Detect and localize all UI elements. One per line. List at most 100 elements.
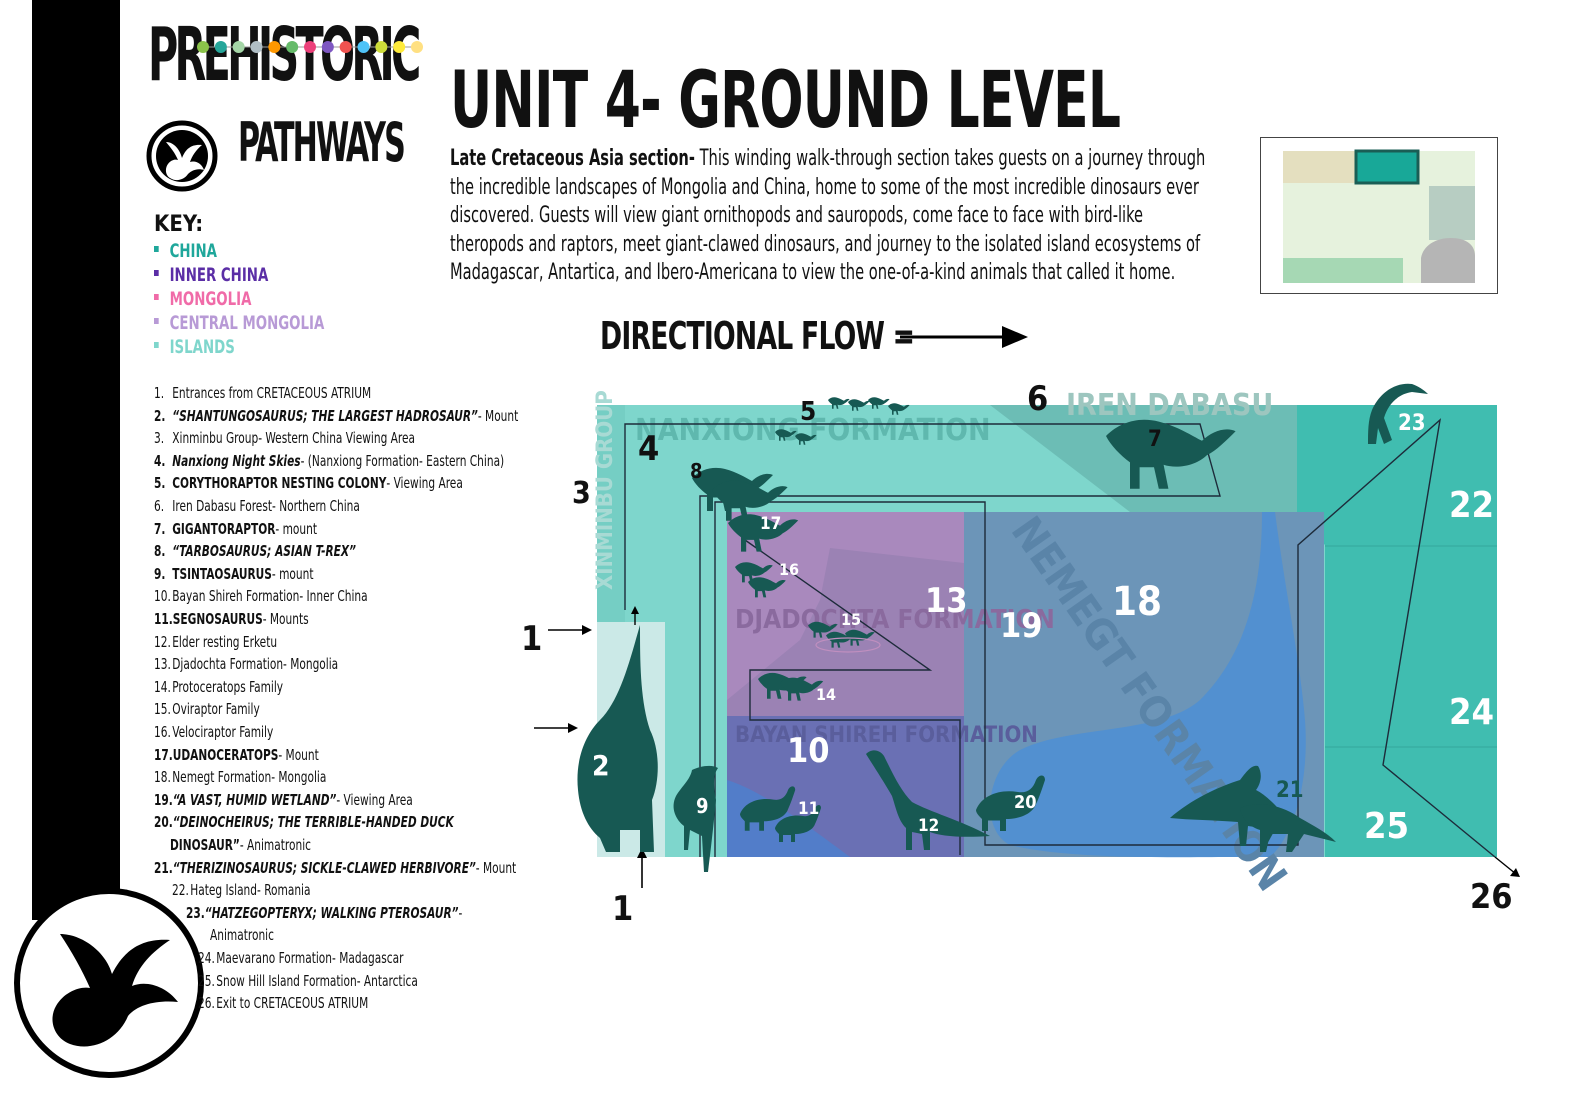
legend-number: 13. <box>154 655 171 674</box>
logo-dot <box>286 41 299 53</box>
iren-dabasu-label: IREN DABASU <box>1066 388 1273 423</box>
legend-row: 23.“HATZEGOPTERYX; WALKING PTEROSAUR”- <box>186 903 462 923</box>
legend-number: 4. <box>154 451 166 470</box>
legend-text: Iren Dabasu Forest- Northern China <box>172 497 360 515</box>
legend-bold-text: TSINTAOSAURUS <box>172 564 272 583</box>
legend-number: 14. <box>154 677 171 696</box>
legend-bold-text: UDANOCERATOPS <box>172 745 279 764</box>
legend-bold-text: DINOSAUR” <box>170 836 240 854</box>
entrance-arrow-head <box>631 606 639 614</box>
legend-number: 2. <box>154 406 166 425</box>
flow-arrow-icon <box>900 326 1028 348</box>
legend-bold-text: “HATZEGOPTERYX; WALKING PTEROSAUR” <box>204 903 459 922</box>
legend-number: 23. <box>186 903 205 922</box>
marker-9: 9 <box>696 794 709 818</box>
legend-text: Entrances from CRETACEOUS ATRIUM <box>172 384 372 402</box>
logo-dot <box>268 41 281 53</box>
nanxiong-formation-label: NANXIONG FORMATION <box>635 413 991 448</box>
legend-number: 19. <box>154 790 173 809</box>
legend-number: 5. <box>154 474 166 493</box>
key-label: MONGOLIA <box>169 288 252 310</box>
legend-row: 1.Entrances from CRETACEOUS ATRIUM <box>154 383 371 403</box>
key-swatch <box>154 317 159 324</box>
key-label: ISLANDS <box>169 336 235 358</box>
walkway-path <box>744 539 961 855</box>
walkway-path <box>624 423 1221 857</box>
legend-text: Animatronic <box>210 926 274 945</box>
logo-title: PREHISTORIC <box>148 12 421 98</box>
legend-text: Hateg Island- Romania <box>190 881 311 900</box>
key-label: CHINA <box>169 240 217 262</box>
shantungosaurus-icon <box>577 625 658 852</box>
logo-dot <box>250 41 263 53</box>
legend-text: Velociraptor Family <box>172 723 274 741</box>
legend-bold-text: CORYTHORAPTOR NESTING COLONY <box>172 474 387 493</box>
nest-marker <box>815 637 881 653</box>
legend-text: - <box>458 903 463 922</box>
legend-row: 25.Snow Hill Island Formation- Antarctic… <box>198 971 418 991</box>
legend-number: 24. <box>198 949 215 967</box>
key-swatch <box>154 293 159 300</box>
logo-dot <box>393 41 406 53</box>
legend-number: 21. <box>154 858 173 877</box>
marker-7: 7 <box>1148 427 1162 452</box>
legend-bold-text: “A VAST, HUMID WETLAND” <box>172 790 337 809</box>
djadochta-highlands <box>727 512 964 700</box>
legend-number: 26. <box>198 994 215 1013</box>
logo-dot <box>357 41 370 53</box>
legend-row: 4. Nanxiong Night Skies- (Nanxiong Format… <box>154 451 504 471</box>
marker-23: 23 <box>1398 411 1426 436</box>
legend-text: - Viewing Area <box>386 474 463 493</box>
legend-row: 19.“A VAST, HUMID WETLAND”- Viewing Area <box>154 790 413 810</box>
legend-number: 12. <box>154 632 171 651</box>
legend-number: 17. <box>154 745 173 764</box>
legend-number: 7. <box>154 519 166 538</box>
marker-11: 11 <box>798 799 819 819</box>
legend-number: 16. <box>154 723 171 741</box>
dinosaur-silhouettes <box>577 383 1428 872</box>
wetland-water <box>990 512 1306 858</box>
marker-25: 25 <box>1364 806 1409 847</box>
legend-row: 7. GIGANTORAPTOR- mount <box>154 519 317 539</box>
logo-dot <box>304 41 316 53</box>
legend-text: - (Nanxiong Formation- Eastern China) <box>300 451 505 470</box>
hatzegopteryx-icon <box>1368 383 1428 444</box>
legend-bold-text: GIGANTORAPTOR <box>172 519 276 538</box>
marker-20: 20 <box>1014 792 1037 813</box>
entrance-arrow-head <box>568 723 578 733</box>
legend-bold-text: SEGNOSAURUS <box>172 610 263 628</box>
legend-text: - Mount <box>475 858 517 877</box>
intro-body: This winding walk-through section takes … <box>450 146 1206 285</box>
entrance-arrow-head <box>582 625 592 635</box>
legend-text: - mount <box>275 519 318 538</box>
legend-number: 11. <box>154 610 173 628</box>
legend-text: Oviraptor Family <box>172 700 260 719</box>
legend-text: - Viewing Area <box>336 790 413 809</box>
legend-number: 9. <box>154 564 166 583</box>
legend-row: 9.TSINTAOSAURUS- mount <box>154 564 314 584</box>
therizinosaurus-icon <box>1240 804 1336 852</box>
logo-dot <box>232 41 245 53</box>
logo-footprint-icon <box>146 120 218 192</box>
marker-1-west: 1 <box>521 619 542 659</box>
logo-dot <box>375 41 388 53</box>
legend-number: 10. <box>154 587 171 606</box>
legend-bold-text: “DEINOCHEIRUS; THE TERRIBLE-HANDED DUCK <box>172 813 454 832</box>
legend-number: 18. <box>154 768 171 787</box>
marker-12: 12 <box>918 816 939 836</box>
sidebar-bar <box>32 0 120 920</box>
legend-text: Snow Hill Island Formation- Antarctica <box>216 971 418 990</box>
legend-text: Elder resting Erketu <box>172 632 278 651</box>
legend-row: 10.Bayan Shireh Formation- Inner China <box>154 586 368 606</box>
key-swatch <box>154 341 159 348</box>
legend-number: 22. <box>172 881 189 900</box>
marker-19: 19 <box>1000 606 1043 646</box>
legend-bold-text: Nanxiong Night Skies <box>172 451 301 470</box>
legend-row: 8.“TARBOSAURUS; ASIAN T-REX” <box>154 541 356 561</box>
legend-text: Exit to CRETACEOUS ATRIUM <box>216 994 369 1013</box>
logo-dot <box>197 41 209 53</box>
legend-text: Bayan Shireh Formation- Inner China <box>172 587 368 606</box>
intro-lead: Late Cretaceous Asia section- <box>450 146 695 171</box>
marker-13: 13 <box>925 581 968 621</box>
key-swatch <box>154 269 159 276</box>
